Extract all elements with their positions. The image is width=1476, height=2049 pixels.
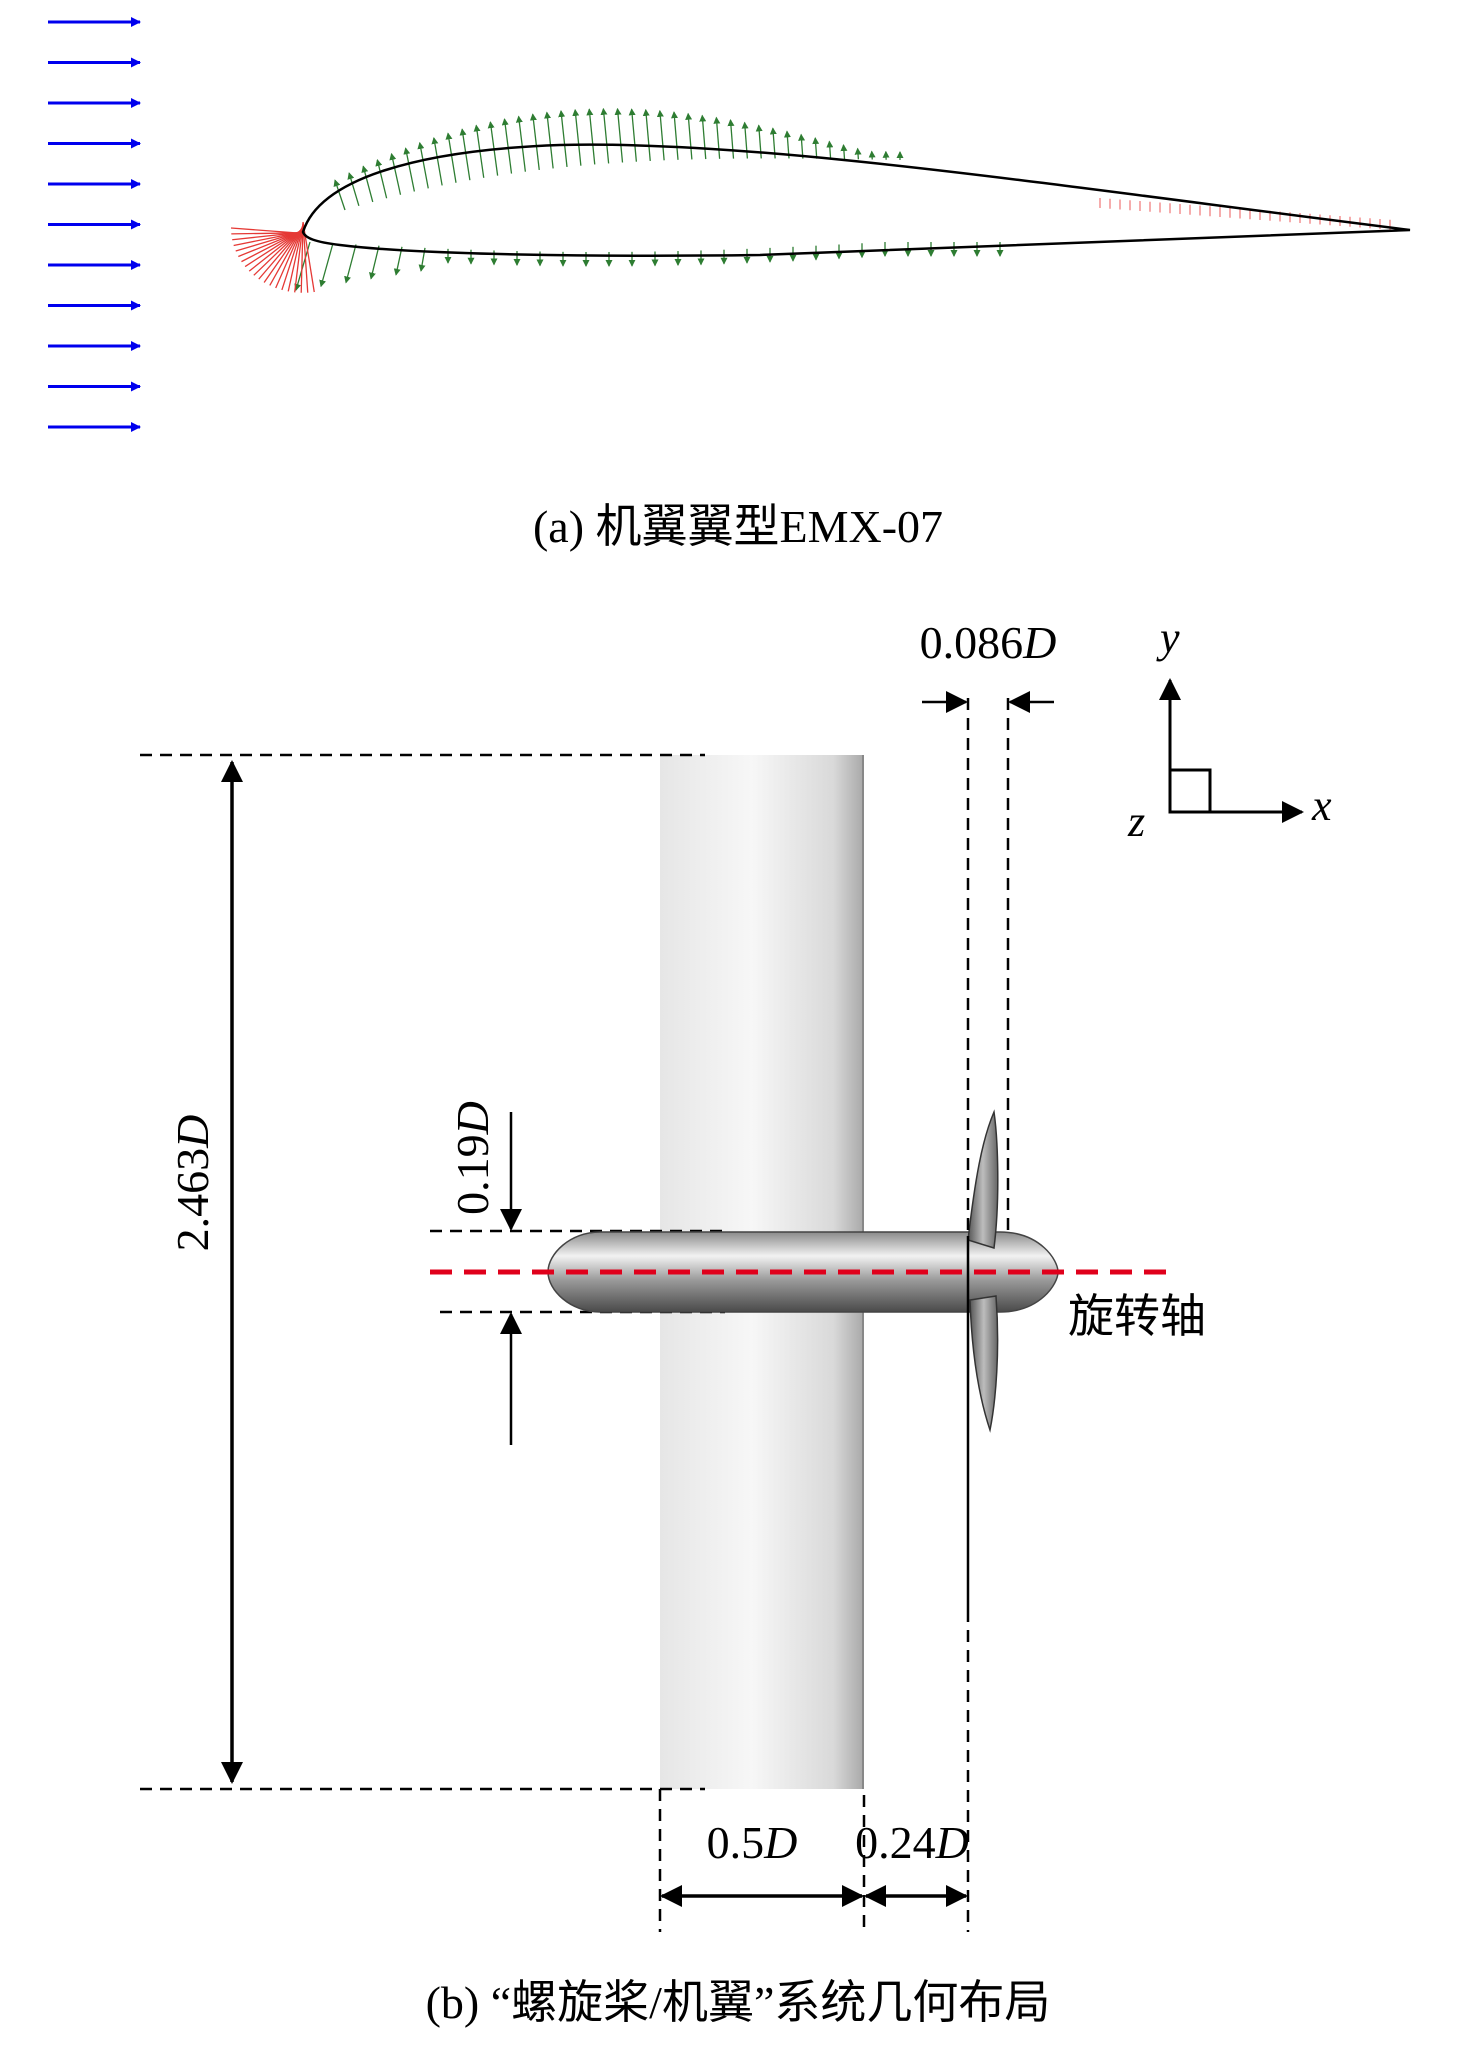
- pressure-vector: [614, 107, 624, 163]
- nacelle: [547, 1231, 1059, 1313]
- pressure-vector: [230, 227, 304, 235]
- pressure-vector: [431, 136, 443, 186]
- pressure-vector: [281, 224, 304, 291]
- pressure-vector: [812, 137, 820, 159]
- pressure-vector: [403, 147, 416, 192]
- rotation-axis-label: 旋转轴: [1068, 1291, 1206, 1342]
- pressure-vector: [287, 224, 304, 292]
- pressure-vector: [727, 119, 735, 159]
- pressure-vector: [798, 133, 806, 159]
- pressure-vector: [515, 115, 527, 172]
- pressure-vector: [826, 140, 834, 159]
- y-axis-label: y: [1156, 613, 1180, 662]
- pressure-vector: [361, 165, 374, 203]
- pressure-vector: [258, 226, 304, 280]
- pressure-vector: [459, 128, 471, 181]
- propeller-blade-upper: [967, 1109, 999, 1249]
- caption-a: (a) 机翼翼型EMX-07: [533, 501, 943, 552]
- pressure-vector: [344, 244, 357, 284]
- pressure-vector: [600, 107, 610, 164]
- span-label: 2.463D: [167, 1115, 218, 1252]
- pressure-vector: [393, 246, 403, 276]
- pressure-vector: [294, 223, 304, 293]
- pressure-vector: [333, 179, 346, 211]
- panel-a: [48, 17, 1411, 432]
- pressure-vector: [275, 225, 304, 289]
- pressure-vector: [868, 150, 876, 160]
- pressure-vector: [263, 226, 304, 283]
- airfoil-outline: [301, 143, 1411, 257]
- pressure-vector: [389, 152, 402, 195]
- pressure-vector: [269, 225, 304, 286]
- pressure-vector: [501, 118, 513, 174]
- propeller-blade-lower: [969, 1295, 999, 1433]
- pressure-vector: [529, 113, 540, 171]
- offset-label: 0.24D: [855, 1817, 969, 1868]
- pressure-vector: [375, 158, 388, 199]
- pressure-vector: [445, 132, 457, 183]
- pressure-vectors: [230, 107, 1391, 293]
- pressure-vector: [369, 245, 380, 280]
- pressure-vector: [558, 109, 568, 168]
- hub-label: 0.19D: [447, 1101, 498, 1215]
- pressure-vector: [544, 111, 554, 169]
- pressure-vector: [699, 114, 707, 160]
- pressure-vector: [840, 144, 848, 160]
- chord-label: 0.5D: [707, 1817, 798, 1868]
- pressure-vector: [586, 108, 596, 165]
- pressure-vector: [685, 112, 693, 160]
- pressure-vector: [854, 147, 862, 160]
- z-axis-label: z: [1127, 797, 1145, 846]
- pressure-vector: [628, 108, 638, 162]
- pressure-vector: [572, 108, 582, 166]
- inflow-arrows: [48, 17, 141, 432]
- pressure-vector: [713, 116, 721, 159]
- pressure-vector: [417, 141, 429, 189]
- coordinate-axes: y x z: [1127, 613, 1332, 846]
- gap-label: 0.086D: [920, 617, 1057, 668]
- pressure-vector: [671, 111, 679, 160]
- x-axis-label: x: [1311, 781, 1332, 830]
- pressure-vector: [642, 108, 651, 162]
- pressure-vector: [319, 243, 334, 288]
- caption-b: (b) “螺旋桨/机翼”系统几何布局: [426, 1977, 1051, 2028]
- pressure-vector: [347, 172, 360, 207]
- pressure-vector: [741, 121, 749, 159]
- pressure-vector: [300, 223, 304, 293]
- pressure-vector: [656, 109, 665, 161]
- panel-b: 2.463D 0.19D 旋转轴 0.086D y: [140, 613, 1332, 1932]
